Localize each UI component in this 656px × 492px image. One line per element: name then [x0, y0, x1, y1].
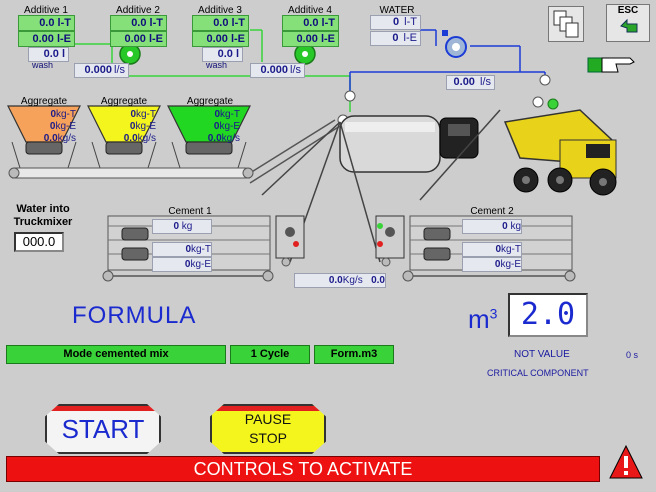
aggregate-kge: 0kg-E	[49, 121, 76, 132]
additive-le-field: 0.00 l-E	[18, 31, 75, 47]
aggregate-title: Aggregate	[20, 96, 68, 107]
cement-kgt-field: 0kg-T	[462, 242, 522, 257]
mode-indicator: Mode cemented mix	[6, 345, 226, 364]
cement-kgt-field: 0kg-T	[152, 242, 212, 257]
form-indicator: Form.m3	[314, 345, 394, 364]
additive-pump-icon	[119, 43, 141, 65]
aggregate-kge: 0kg-E	[213, 121, 240, 132]
cycle-indicator: 1 Cycle	[230, 345, 310, 364]
not-value-label: NOT VALUE	[514, 349, 570, 360]
water-le-field: 0 l-E	[370, 31, 421, 46]
additive-le-field: 0.00 l-E	[192, 31, 249, 47]
additive-lt-field: 0.0 l-T	[282, 15, 339, 31]
cement-weigher-1	[275, 215, 305, 267]
cement-kg-field: 0 kg	[152, 219, 212, 234]
cement-kge-field: 0kg-E	[152, 257, 212, 272]
additive-le-field: 0.00 l-E	[110, 31, 167, 47]
additive-le-field: 0.00 l-E	[282, 31, 339, 47]
water-flow-field: 0.00 l/s	[446, 75, 495, 90]
aggregate-title: Aggregate	[186, 96, 234, 107]
cement-title: Cement 1	[168, 206, 212, 217]
cement-kg-field: 0 kg	[462, 219, 522, 234]
pointing-hand-icon[interactable]	[586, 50, 646, 80]
critical-component-label: CRITICAL COMPONENT	[487, 368, 589, 378]
aggregate-hopper-1	[7, 105, 81, 143]
additive-title: Additive 1	[24, 5, 68, 16]
cement-title: Cement 2	[470, 206, 514, 217]
additive-title: Additive 4	[288, 5, 332, 16]
timer-label: 0 s	[626, 350, 639, 360]
water-truckmixer-label: Water into Truckmixer	[13, 203, 73, 228]
formula-unit: m3	[468, 304, 498, 334]
report-button[interactable]	[548, 6, 584, 42]
additive-title: Additive 2	[116, 5, 160, 16]
aggregate-title: Aggregate	[100, 96, 148, 107]
wash-label: wash	[206, 60, 228, 70]
additive-l-field: 0.0 l	[202, 47, 243, 62]
additive-lt-field: 0.0 l-T	[192, 15, 249, 31]
water-title: WATER	[379, 5, 415, 16]
esc-button[interactable]: ESC	[606, 4, 650, 42]
formula-label: FORMULA	[72, 302, 197, 329]
cement-flow-field: 0.0Kg/s 0.0	[294, 273, 386, 288]
cement-weigher-2	[375, 215, 405, 267]
water-lt-field: 0 l-T	[370, 15, 421, 30]
controls-to-activate-banner: CONTROLS TO ACTIVATE	[6, 456, 600, 482]
wash-label: wash	[32, 60, 54, 70]
aggregate-kgt: 0kg-T	[214, 109, 240, 120]
return-arrow-icon	[620, 18, 638, 33]
pause-stop-button[interactable]: PAUSE STOP	[210, 404, 326, 454]
aggregate-hopper-2	[87, 105, 161, 143]
aggregate-kge: 0kg-E	[129, 121, 156, 132]
additive-l-field: 0.0 l	[28, 47, 69, 62]
aggregate-kgs: 0.0kg/s	[43, 133, 76, 144]
formula-volume-field[interactable]: 2.0	[508, 293, 588, 337]
additive-lt-field: 0.0 l-T	[18, 15, 75, 31]
green-indicator	[547, 98, 559, 110]
cement-kge-field: 0kg-E	[462, 257, 522, 272]
aggregate-kgs: 0.0kg/s	[207, 133, 240, 144]
mixer-drum	[339, 115, 479, 173]
documents-icon	[553, 10, 579, 38]
aggregate-kgs: 0.0kg/s	[123, 133, 156, 144]
water-pump-icon	[442, 30, 467, 58]
additive-lt-field: 0.0 l-T	[110, 15, 167, 31]
aggregate-hopper-3	[167, 105, 251, 143]
start-button[interactable]: START	[45, 404, 161, 454]
additive-title: Additive 3	[198, 5, 242, 16]
alarm-warning-icon	[609, 444, 643, 479]
water-truckmixer-input[interactable]: 000.0	[14, 232, 64, 252]
additive-pump-icon	[294, 43, 316, 65]
aggregate-kgt: 0kg-T	[50, 109, 76, 120]
dump-truck-icon	[503, 109, 617, 196]
aggregate-kgt: 0kg-T	[130, 109, 156, 120]
